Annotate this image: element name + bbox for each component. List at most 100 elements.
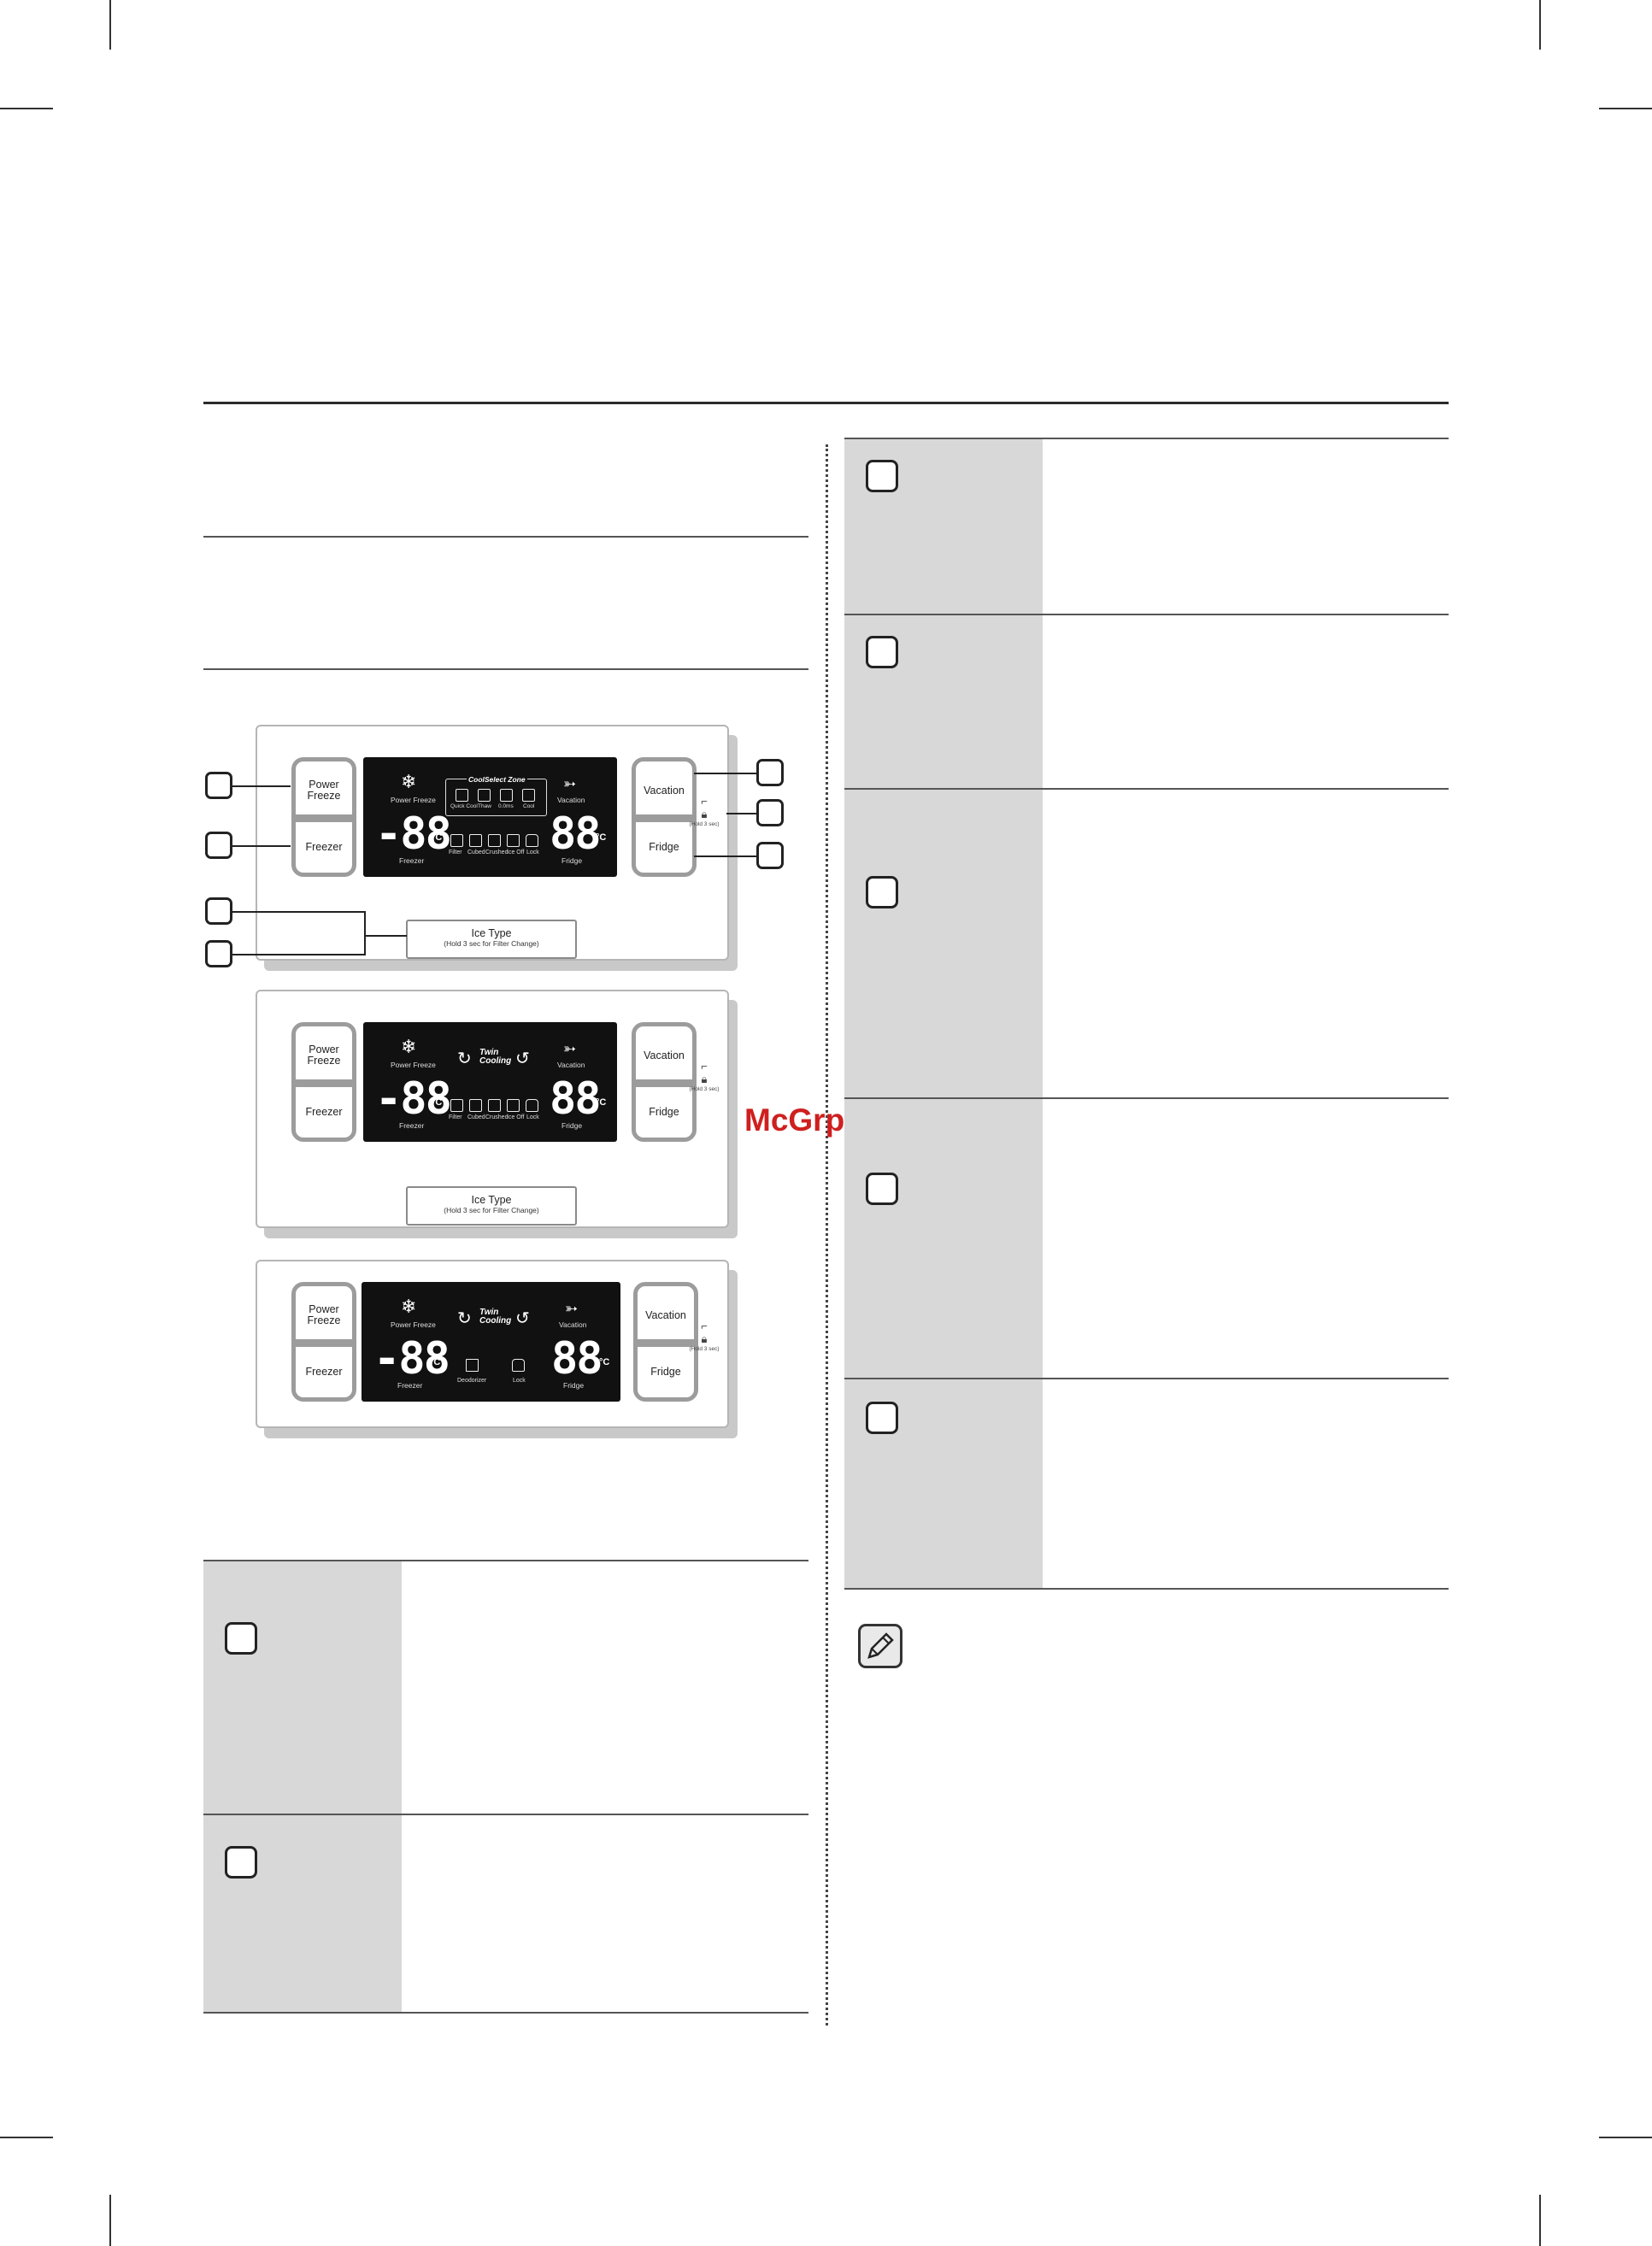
cubed-icon [469,1099,482,1112]
callout-box [866,1402,898,1434]
lock-caption: (Hold 3 sec) [689,1086,720,1092]
icon-label: Cubed [467,850,485,855]
table-rule [844,438,1449,439]
table-rule [203,2012,808,2014]
zone-item-label: 0.0ms [498,803,514,809]
freezer-temp-display: -88 [373,1333,450,1385]
callout-box [205,897,232,925]
ice-type-label: Ice Type [471,927,512,939]
twin-cooling-title: Twin Cooling [479,1308,512,1326]
unit-label: °C [596,832,607,843]
leader-line [726,813,756,814]
power-freeze-button[interactable]: Power Freeze [307,1044,341,1067]
power-freeze-indicator: Power Freeze [391,1061,436,1069]
fridge-button[interactable]: Fridge [649,841,679,853]
power-freeze-indicator: Power Freeze [391,796,436,804]
snowflake-icon: ❄ [401,771,417,792]
display-screen: ❄ Power Freeze ↻ Twin Cooling ↺ ➳ Vacati… [362,1282,620,1402]
section-rule [203,536,808,538]
filter-icon [450,834,463,847]
fridge-button[interactable]: Fridge [649,1106,679,1118]
freezer-indicator: Freezer [399,1121,425,1130]
padlock-icon: 🔒︎ [701,1332,708,1345]
table-rule [203,1560,808,1561]
thaw-icon [478,789,491,802]
vacation-indicator: Vacation [557,1061,585,1069]
table-rule [844,788,1449,790]
fridge-indicator: Fridge [563,1381,585,1390]
fridge-button[interactable]: Fridge [650,1366,681,1378]
zone-item-label: Cool [523,803,535,809]
crop-mark [0,2137,53,2138]
crop-mark [1599,108,1652,109]
leader-line [232,911,365,913]
left-button-column: Power Freeze Freezer [291,1282,356,1402]
table-rule [844,1378,1449,1379]
control-panel-1: Power Freeze Freezer ❄ Power Freeze Cool… [256,725,729,961]
ice-type-sublabel: (Hold 3 sec for Filter Change) [444,939,539,948]
icon-label: Crushed [485,1114,509,1120]
deodorizer-icon [466,1359,479,1372]
vacation-icon: ➳ [565,1300,579,1317]
twin-cooling-left-icon: ↻ [457,1050,472,1068]
lock-icon [526,1099,538,1112]
table-rule [844,1097,1449,1099]
freezer-button[interactable]: Freezer [305,841,343,853]
crop-mark [1599,2137,1652,2138]
zero-ms-icon [500,789,513,802]
freezer-temp-display: -88 [375,808,452,860]
unit-label: °C [430,1357,441,1367]
freezer-indicator: Freezer [399,856,425,865]
twin-cooling-right-icon: ↺ [515,1309,530,1328]
icon-label: Ice Off [507,850,525,855]
icon-label: Cubed [467,1114,485,1120]
button-separator [291,814,356,822]
fridge-temp-display: 88 [551,1333,603,1385]
coolselect-zone-title: CoolSelect Zone [467,775,527,784]
lock-hold-indicator: ⌐ 🔒︎ (Hold 3 sec) [689,795,719,827]
callout-box [205,940,232,967]
control-panel-3: Power Freeze Freezer ❄ Power Freeze ↻ Tw… [256,1260,729,1428]
lock-caption: (Hold 3 sec) [689,821,720,827]
callout-box [866,460,898,492]
table-row-label-cell [844,790,1043,1097]
vacation-button[interactable]: Vacation [644,785,685,797]
filter-icon [450,1099,463,1112]
vacation-button[interactable]: Vacation [645,1309,686,1321]
callout-box [756,759,784,786]
ice-type-button[interactable]: Ice Type (Hold 3 sec for Filter Change) [406,920,577,959]
section-rule [203,668,808,670]
unit-label: °C [432,832,443,843]
freezer-button[interactable]: Freezer [305,1366,343,1378]
lock-icon [526,834,538,847]
vacation-indicator: Vacation [559,1320,587,1329]
ice-type-button[interactable]: Ice Type (Hold 3 sec for Filter Change) [406,1186,577,1226]
control-panel-2: Power Freeze Freezer ❄ Power Freeze ↻ Tw… [256,990,729,1228]
table-row-label-cell [203,1815,402,2012]
leader-line [694,855,756,857]
left-button-column: Power Freeze Freezer [291,757,356,877]
unit-label: °C [599,1357,610,1367]
icon-label: Lock [513,1378,526,1384]
button-separator [632,1079,697,1087]
header-rule [203,402,1449,404]
power-freeze-button[interactable]: Power Freeze [307,1303,341,1326]
padlock-icon: 🔒︎ [701,808,708,820]
ice-type-sublabel: (Hold 3 sec for Filter Change) [444,1206,539,1214]
left-button-column: Power Freeze Freezer [291,1022,356,1142]
freezer-button[interactable]: Freezer [305,1106,343,1118]
twin-cooling-right-icon: ↺ [515,1050,530,1068]
power-freeze-button[interactable]: Power Freeze [307,779,341,802]
callout-box [866,1173,898,1205]
leader-line [232,954,365,955]
crushed-icon [488,834,501,847]
cubed-icon [469,834,482,847]
callout-box [866,876,898,908]
ice-off-icon [507,834,520,847]
leader-line [232,845,291,847]
callout-box [756,799,784,826]
bracket-icon: ⌐ [701,795,708,808]
button-separator [291,1339,356,1347]
vacation-button[interactable]: Vacation [644,1050,685,1061]
vacation-icon: ➳ [563,1040,577,1057]
